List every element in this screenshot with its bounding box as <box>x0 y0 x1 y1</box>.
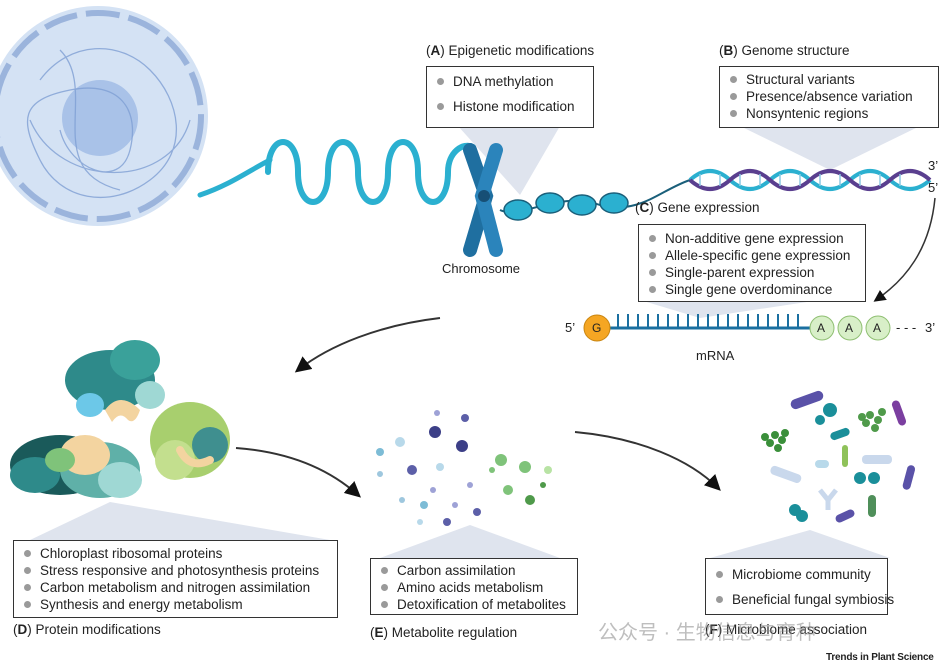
list-item: Beneficial fungal symbiosis <box>716 591 894 608</box>
nucleosome-string <box>499 179 691 221</box>
watermark-text: 公众号 · 生物信息与育种 <box>598 622 816 644</box>
journal-footer: Trends in Plant Science <box>826 652 934 663</box>
chromatin-coil <box>197 139 476 205</box>
bullet-icon <box>716 596 723 603</box>
panel-c-title: (C) Gene expression <box>635 200 760 215</box>
bullet-icon <box>730 110 737 117</box>
bullet-icon <box>730 76 737 83</box>
list-item: Synthesis and energy metabolism <box>24 596 327 613</box>
panel-d-title: (D) Protein modifications <box>13 622 161 637</box>
callout-wedge-f <box>710 530 890 558</box>
protein-cluster <box>10 340 230 498</box>
bullet-icon <box>730 93 737 100</box>
list-item: Chloroplast ribosomal proteins <box>24 545 327 562</box>
dna-double-helix <box>688 169 932 191</box>
arrow-metabolite-to-microbiome <box>574 431 721 491</box>
bullet-icon <box>24 584 31 591</box>
mrna-5prime-label: 5’ <box>565 320 576 335</box>
mrna-strand <box>583 314 891 342</box>
callout-wedge-d <box>30 502 330 540</box>
list-item: Single-parent expression <box>649 264 855 281</box>
bullet-icon <box>24 550 31 557</box>
list-item: Stress responsive and photosynthesis pro… <box>24 562 327 579</box>
bullet-icon <box>381 567 388 574</box>
panel-e-box: Carbon assimilation Amino acids metaboli… <box>370 558 578 615</box>
chromosome-label: Chromosome <box>442 261 521 276</box>
list-item: Microbiome community <box>716 566 877 583</box>
mrna-label: mRNA <box>696 348 735 363</box>
panel-f-title: (F) Microbiome association <box>705 622 868 637</box>
panel-f-box: Microbiome community Beneficial fungal s… <box>705 558 894 615</box>
bullet-icon <box>437 78 444 85</box>
bullet-icon <box>716 571 723 578</box>
tail-dashes: - - - <box>896 320 917 335</box>
list-item: Structural variants <box>730 71 928 88</box>
arrow-mrna-to-protein <box>294 317 441 373</box>
bullet-icon <box>649 235 656 242</box>
bullet-icon <box>437 103 444 110</box>
cap-label: G <box>592 321 602 335</box>
mrna-cap <box>583 314 611 342</box>
chromosome-shape <box>463 143 503 257</box>
list-item: Histone modification <box>437 98 583 115</box>
list-item: Amino acids metabolism <box>381 579 567 596</box>
microbe-cluster <box>761 390 916 523</box>
arrow-dna-to-mrna <box>873 197 936 302</box>
bullet-icon <box>24 567 31 574</box>
callout-wedge-c <box>640 300 820 318</box>
cell-nucleus <box>0 6 208 226</box>
panel-e-title: (E) Metabolite regulation <box>370 625 518 640</box>
panel-b-title: (B) Genome structure <box>719 43 850 58</box>
list-item: Allele-specific gene expression <box>649 247 855 264</box>
panel-b-box: Structural variants Presence/absence var… <box>719 66 939 128</box>
list-item: Single gene overdominance <box>649 281 855 298</box>
panel-a-title: (A) Epigenetic modifications <box>426 43 595 58</box>
callout-wedge-e <box>380 525 560 558</box>
dna-5prime-label: 5’ <box>928 180 939 195</box>
panel-c-box: Non-additive gene expression Allele-spec… <box>638 224 866 302</box>
callout-wedge-a <box>458 126 560 195</box>
arrow-protein-to-metabolite <box>235 447 361 498</box>
bullet-icon <box>381 601 388 608</box>
list-item: Detoxification of metabolites <box>381 596 567 613</box>
bullet-icon <box>649 286 656 293</box>
list-item: Nonsyntenic regions <box>730 105 928 122</box>
bullet-icon <box>649 269 656 276</box>
mrna-3prime-label: 3’ <box>925 320 936 335</box>
poly-a-label: A <box>873 321 882 335</box>
bullet-icon <box>24 601 31 608</box>
callout-wedge-b <box>740 126 920 170</box>
list-item: Presence/absence variation <box>730 88 928 105</box>
list-item: Carbon metabolism and nitrogen assimilat… <box>24 579 327 596</box>
poly-a-label: A <box>817 321 826 335</box>
bullet-icon <box>381 584 388 591</box>
list-item: Carbon assimilation <box>381 562 567 579</box>
bullet-icon <box>649 252 656 259</box>
metabolite-dots <box>376 410 552 526</box>
dna-3prime-label: 3’ <box>928 158 939 173</box>
list-item: DNA methylation <box>437 73 583 90</box>
panel-d-box: Chloroplast ribosomal proteins Stress re… <box>13 540 338 618</box>
poly-a-label: A <box>845 321 854 335</box>
list-item: Non-additive gene expression <box>649 230 855 247</box>
panel-a-box: DNA methylation Histone modification <box>426 66 594 128</box>
